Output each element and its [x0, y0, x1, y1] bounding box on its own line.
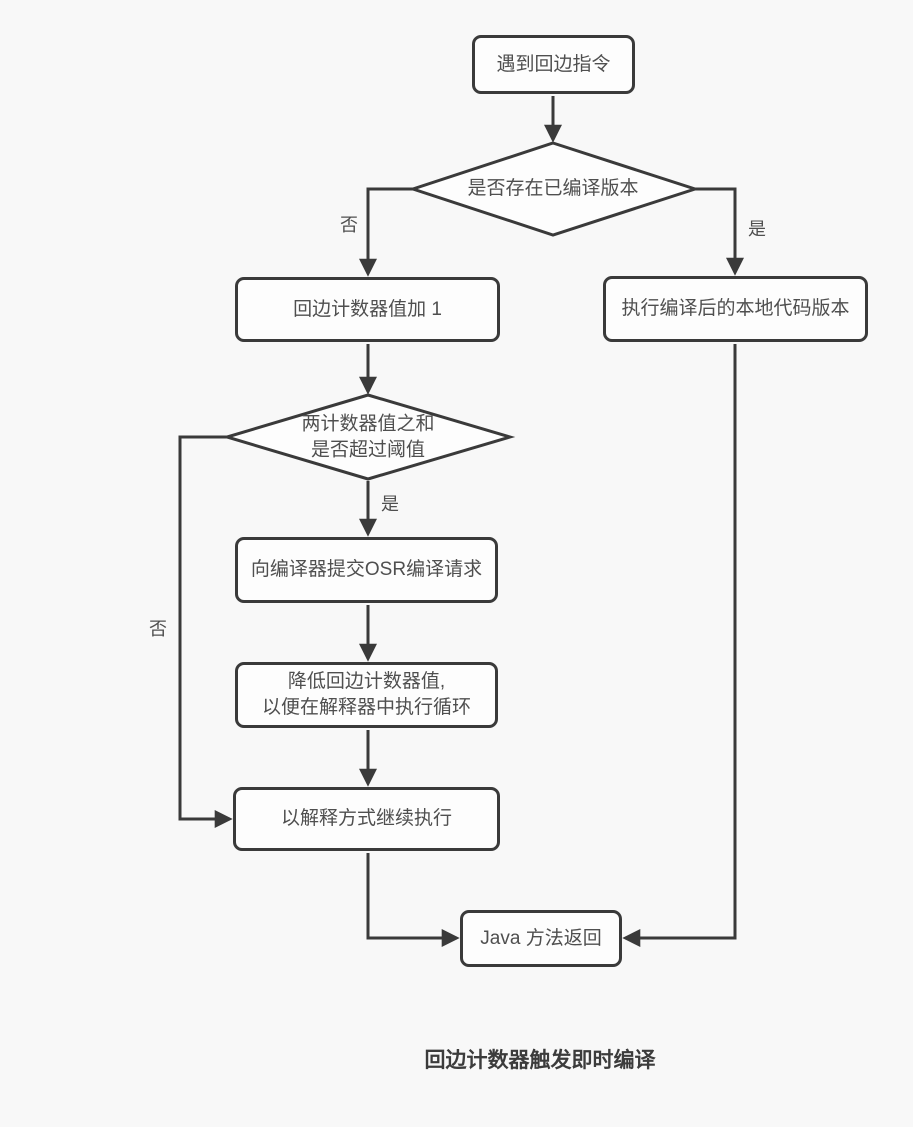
node-lower-counter-label: 降低回边计数器值, 以便在解释器中执行循环	[262, 669, 471, 720]
decision-compiled-shape	[408, 141, 700, 237]
edge-exec-native-to-java-return	[622, 344, 737, 947]
node-start: 遇到回边指令	[472, 35, 635, 94]
node-inc-counter-label: 回边计数器值加 1	[293, 298, 442, 320]
edge-continue-interpret-to-java-return	[366, 853, 460, 947]
edge-decision-threshold-no-to-continue-interpret	[178, 435, 233, 828]
edge-label-threshold-no: 否	[149, 619, 167, 639]
edge-label-threshold-yes: 是	[381, 494, 399, 514]
decision-compiled-label: 是否存在已编译版本	[467, 178, 639, 200]
node-continue-interpret: 以解释方式继续执行	[233, 787, 500, 851]
edge-decision-compiled-no-to-inc-counter	[359, 187, 413, 277]
node-java-return-label: Java 方法返回	[480, 927, 602, 949]
node-continue-interpret-label: 以解释方式继续执行	[280, 808, 452, 830]
node-lower-counter-line2: 以便在解释器中执行循环	[261, 697, 471, 718]
edge-decision-compiled-yes-to-exec-native	[695, 187, 744, 276]
decision-threshold-line1: 两计数器值之和	[301, 413, 435, 435]
edge-label-compiled-no: 否	[340, 215, 358, 235]
node-exec-native-label: 执行编译后的本地代码版本	[621, 298, 850, 320]
node-java-return: Java 方法返回	[460, 910, 622, 967]
decision-threshold-label: 两计数器值之和 是否超过阈值	[301, 411, 434, 462]
decision-threshold-shape	[221, 393, 516, 481]
node-inc-counter: 回边计数器值加 1	[235, 277, 500, 342]
node-lower-counter-line1: 降低回边计数器值,	[287, 671, 446, 693]
node-lower-counter: 降低回边计数器值, 以便在解释器中执行循环	[235, 662, 498, 728]
node-submit-osr-label: 向编译器提交OSR编译请求	[250, 559, 483, 581]
decision-threshold-line2: 是否超过阈值	[310, 439, 426, 460]
node-start-label: 遇到回边指令	[496, 53, 611, 75]
diagram-title: 回边计数器触发即时编译	[424, 1049, 656, 1072]
node-submit-osr: 向编译器提交OSR编译请求	[235, 537, 498, 603]
node-exec-native: 执行编译后的本地代码版本	[603, 276, 868, 342]
edge-label-compiled-yes: 是	[748, 219, 766, 239]
